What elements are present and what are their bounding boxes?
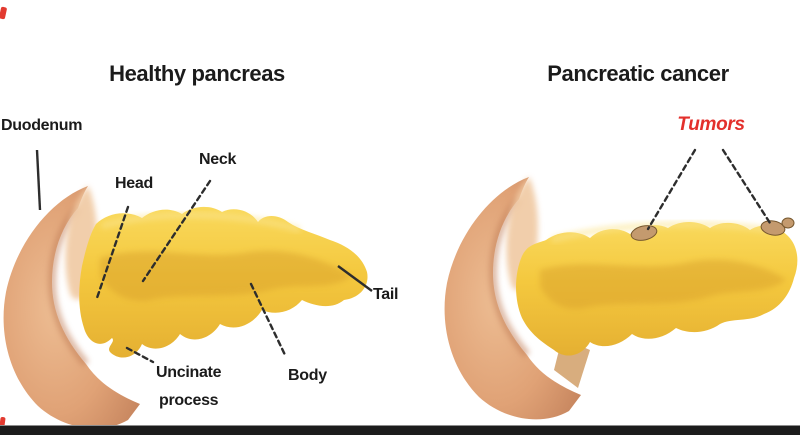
tumor-right-small <box>781 217 795 229</box>
tail-pointer-line <box>337 265 373 292</box>
healthy-pancreas-illustration <box>3 149 373 429</box>
duodenum-shape <box>444 177 581 420</box>
duodenum-label: Duodenum <box>1 117 83 134</box>
tumor-right-pointer-line <box>721 148 772 225</box>
healthy-pancreas-title: Healthy pancreas <box>109 61 285 86</box>
head-label: Head <box>115 175 153 192</box>
bottom-bar <box>0 425 800 435</box>
body-label: Body <box>288 367 327 384</box>
head-pointer-line <box>95 205 130 300</box>
duodenum-inner-shadow <box>488 196 531 358</box>
pancreas-shade-band <box>540 259 786 309</box>
body-pointer-line <box>249 282 288 359</box>
tumor-left <box>630 225 658 241</box>
duodenum-shape <box>3 186 140 429</box>
uncinate-label-line2: process <box>159 392 219 409</box>
neck-label: Neck <box>199 151 237 168</box>
uncinate-pointer-line <box>125 346 155 364</box>
pancreas-top-highlight <box>551 221 771 243</box>
uncinate-label-line1: Uncinate <box>156 364 222 381</box>
pancreas-shade-band <box>100 250 352 301</box>
tumors-label: Tumors <box>677 114 745 135</box>
duodenum-inner-shadow <box>47 205 90 367</box>
duodenum-pointer-line <box>35 149 42 211</box>
tumor-right <box>760 220 786 236</box>
cancer-pancreas-illustration <box>444 148 798 420</box>
tumor-left-pointer-line <box>646 148 697 231</box>
neck-pointer-line <box>141 179 212 283</box>
pancreatic-cancer-title: Pancreatic cancer <box>547 61 729 86</box>
tail-label: Tail <box>373 286 399 303</box>
